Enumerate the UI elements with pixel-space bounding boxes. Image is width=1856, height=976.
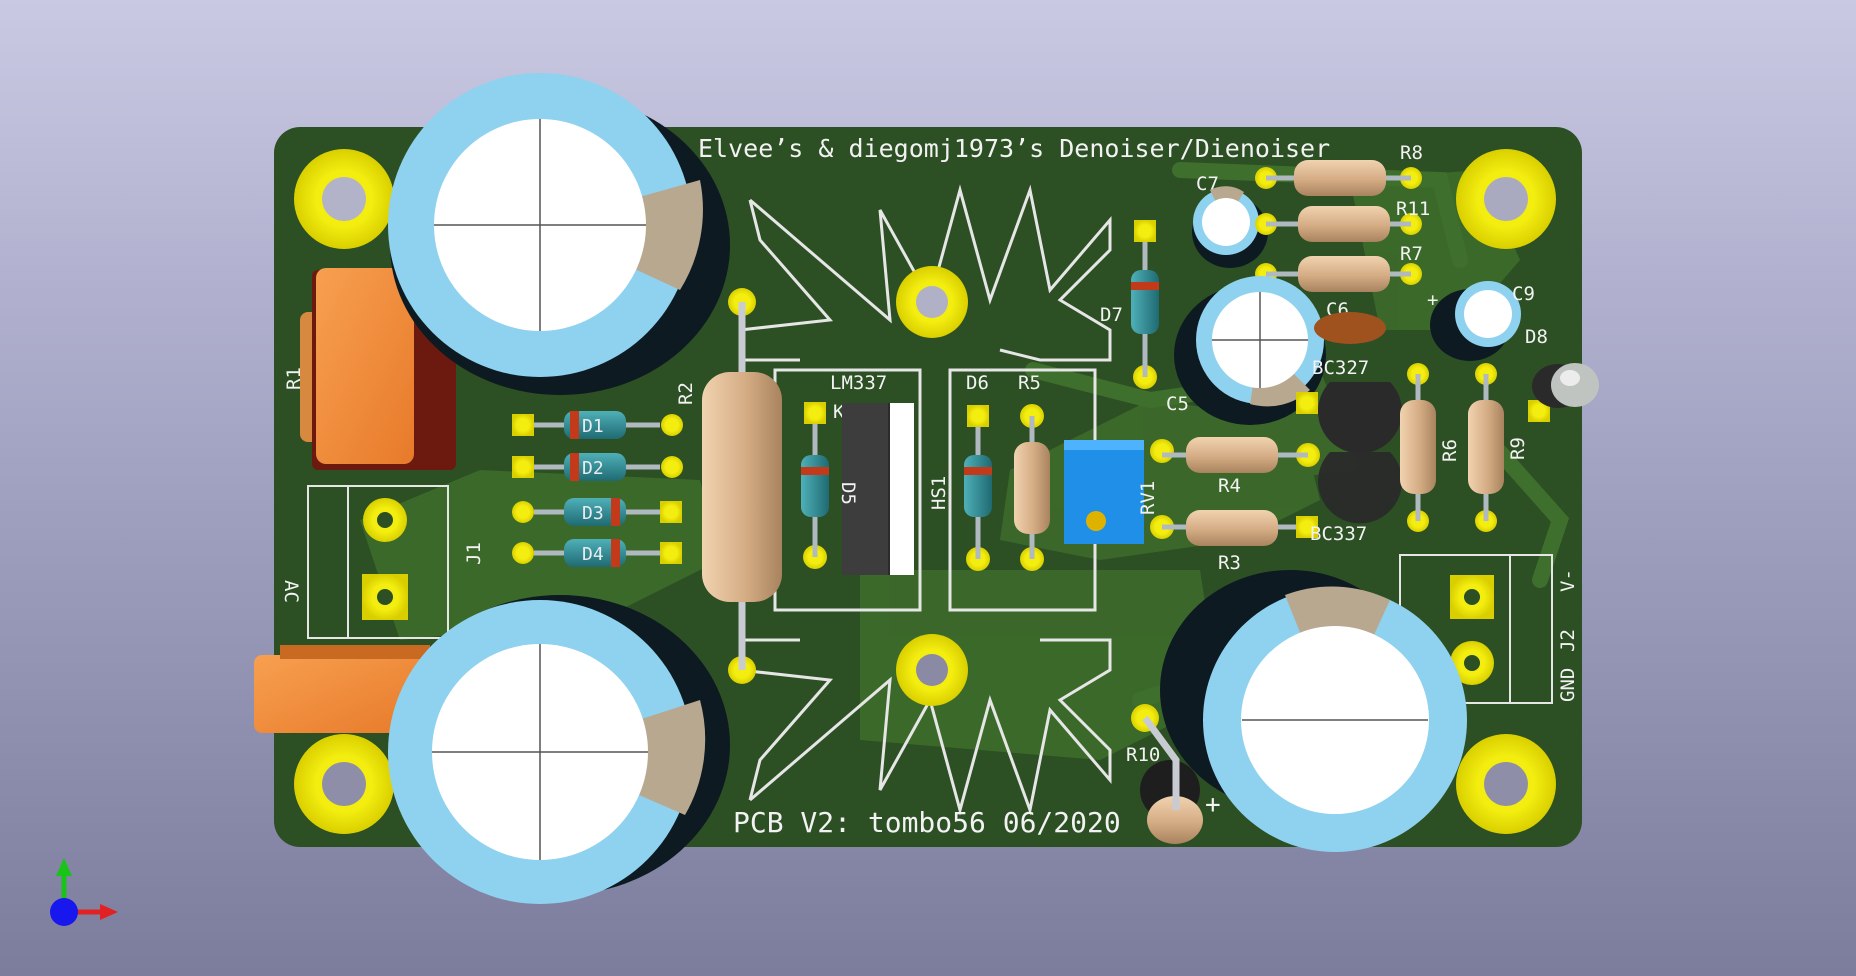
- capacitor-c6: [1314, 312, 1386, 344]
- label-rv1: RV1: [1137, 481, 1159, 515]
- label-r4: R4: [1218, 475, 1241, 497]
- label-d7: D7: [1100, 304, 1123, 326]
- label-ac: AC: [280, 580, 302, 603]
- label-d8: D8: [1525, 326, 1548, 348]
- led-d8: [1528, 363, 1599, 422]
- label-j2: J2: [1557, 629, 1579, 652]
- board-title: Elvee’s & diegomj1973’s Denoiser/Dienois…: [698, 134, 1330, 163]
- board-footer: PCB V2: tombo56 06/2020: [733, 806, 1121, 839]
- label-r9: R9: [1507, 437, 1529, 460]
- label-r6: R6: [1439, 439, 1461, 462]
- mounting-hole-bottom-right: [1456, 734, 1556, 834]
- capacitor-big-bottom-right: [1160, 570, 1467, 852]
- regulator-lm337: [801, 402, 914, 575]
- capacitor-c9: [1430, 281, 1521, 361]
- heatsink-hole-top: [896, 266, 968, 338]
- label-bc337: BC337: [1310, 523, 1367, 545]
- mounting-hole-top-right: [1456, 149, 1556, 249]
- svg-text:D1: D1: [582, 416, 604, 437]
- connector-j1: [307, 485, 449, 639]
- label-r11: R11: [1396, 198, 1430, 220]
- label-r2: R2: [675, 382, 697, 405]
- label-r3: R3: [1218, 552, 1241, 574]
- resistor-r3: [1162, 510, 1318, 546]
- resistor-r7: [1255, 256, 1422, 292]
- label-hs1: HS1: [928, 476, 950, 510]
- axis-orientation-gizmo: [50, 858, 118, 926]
- transistor-bc337: [1318, 452, 1402, 524]
- label-bc327: BC327: [1312, 357, 1369, 379]
- svg-text:D4: D4: [582, 544, 604, 565]
- diode-d2: D2: [512, 453, 683, 481]
- label-r5: R5: [1018, 372, 1041, 394]
- heatsink-hole-bottom: [896, 634, 968, 706]
- diode-d7: [1131, 220, 1159, 389]
- film-cap-bottom-left: [254, 645, 430, 733]
- resistor-r5: [1014, 404, 1050, 571]
- label-j1: J1: [463, 542, 485, 565]
- connector-j2: [1399, 554, 1553, 704]
- label-c9-plus: +: [1427, 289, 1438, 311]
- resistor-r9: [1468, 363, 1504, 532]
- capacitor-big-top-left: [388, 73, 730, 395]
- transistor-bc327: [1296, 382, 1402, 454]
- label-c9: C9: [1512, 283, 1535, 305]
- label-j2-v-minus: V-: [1557, 569, 1579, 592]
- label-lm337: LM337: [830, 372, 887, 394]
- svg-text:D3: D3: [582, 503, 604, 524]
- label-r7: R7: [1400, 243, 1423, 265]
- resistor-r2: [702, 288, 782, 684]
- resistor-r10: [1131, 704, 1203, 844]
- resistor-r4: [1162, 437, 1320, 473]
- label-big-cap-plus: +: [1205, 790, 1221, 820]
- diode-d1: D1: [512, 411, 683, 439]
- heatsink-hs1-outline: [738, 184, 1112, 816]
- svg-text:D2: D2: [582, 458, 604, 479]
- label-c5: C5: [1166, 393, 1189, 415]
- label-d6: D6: [966, 372, 989, 394]
- mounting-hole-top-left: [294, 149, 394, 249]
- resistor-r6: [1400, 363, 1436, 532]
- diode-d6: [964, 405, 992, 571]
- resistor-r11: [1255, 206, 1422, 242]
- capacitor-c7: [1192, 186, 1268, 268]
- label-d5: D5: [837, 482, 859, 505]
- label-r10: R10: [1126, 744, 1160, 766]
- label-j2-gnd: GND: [1557, 668, 1579, 702]
- trimmer-rv1: [1064, 439, 1174, 544]
- diode-d3: D3: [512, 498, 682, 526]
- diode-d4: D4: [512, 539, 682, 567]
- capacitor-big-bottom-left: [388, 595, 730, 904]
- mounting-hole-bottom-left: [294, 734, 394, 834]
- label-r8: R8: [1400, 142, 1423, 164]
- resistor-r8: [1255, 160, 1422, 196]
- label-r1: R1: [283, 367, 305, 390]
- capacitor-c5: [1174, 276, 1326, 425]
